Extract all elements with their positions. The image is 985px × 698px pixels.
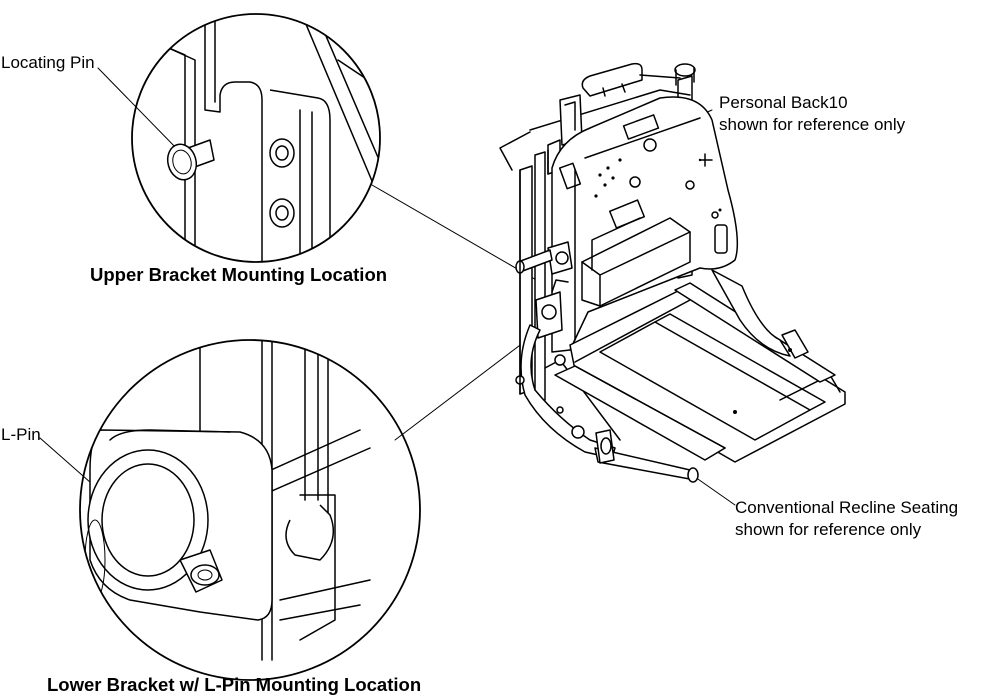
personal-back-label-line2: shown for reference only [719,115,906,134]
recline-seating-label-line2: shown for reference only [735,520,922,539]
personal-back-label-line1: Personal Back10 [719,93,848,112]
locating-pin-label: Locating Pin [1,53,95,72]
lower-bracket-caption: Lower Bracket w/ L-Pin Mounting Location [47,674,422,695]
lower-bracket-detail [79,339,421,681]
seating-assembly [499,62,846,483]
recline-seating-label-line1: Conventional Recline Seating [735,498,959,517]
l-pin-label: L-Pin [1,425,41,444]
upper-bracket-detail [131,13,381,263]
leader-locating-pin [97,67,181,153]
upper-bracket-caption: Upper Bracket Mounting Location [90,264,388,285]
leader-lower-detail [394,329,541,441]
